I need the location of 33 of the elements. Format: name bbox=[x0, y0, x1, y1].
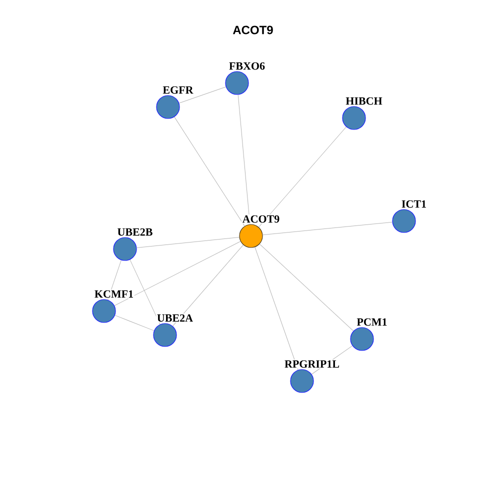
chart-title: ACOT9 bbox=[232, 26, 273, 34]
edge-line bbox=[262, 222, 392, 236]
gene-label: EGFR bbox=[162, 86, 194, 94]
edge-line bbox=[130, 259, 160, 325]
gene-label: UBE2A bbox=[156, 314, 194, 322]
network-node bbox=[342, 106, 366, 130]
network-node bbox=[392, 209, 416, 233]
edge-line bbox=[174, 116, 245, 226]
network-node bbox=[153, 323, 177, 347]
network-node bbox=[113, 237, 137, 261]
edge-line bbox=[114, 315, 154, 331]
edge-line bbox=[259, 244, 354, 332]
edge-line bbox=[178, 86, 226, 104]
network-node bbox=[290, 369, 314, 393]
gene-label: RPGRIP1L bbox=[284, 360, 340, 368]
gene-label: HIBCH bbox=[344, 96, 384, 106]
network-node bbox=[239, 224, 263, 248]
gene-label: ACOT9 bbox=[242, 214, 280, 224]
gene-label: PCM1 bbox=[356, 318, 388, 326]
network-node bbox=[225, 71, 249, 95]
edge-line bbox=[172, 244, 244, 326]
edge-line bbox=[114, 241, 241, 306]
edge-line bbox=[238, 94, 250, 224]
edge-line bbox=[254, 246, 298, 370]
gene-label: KCMF1 bbox=[94, 290, 134, 298]
gene-label: FBXO6 bbox=[228, 62, 266, 70]
network-node bbox=[350, 327, 374, 351]
gene-label: UBE2B bbox=[116, 228, 154, 236]
edge-line bbox=[136, 236, 240, 248]
network-node bbox=[156, 95, 180, 119]
edge-line bbox=[258, 126, 346, 228]
network-node bbox=[92, 299, 116, 323]
gene-label: ICT1 bbox=[400, 200, 428, 208]
